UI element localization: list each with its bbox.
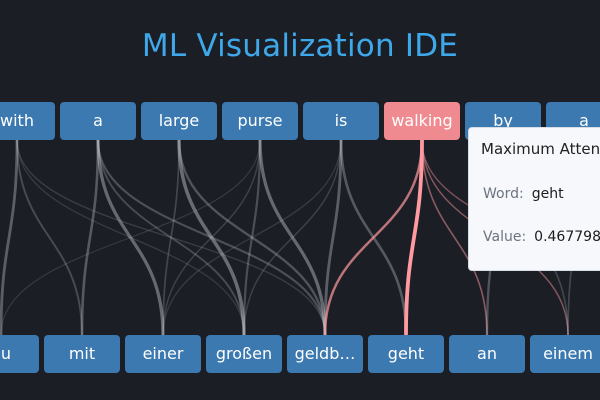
attention-link [258,139,327,336]
attention-tooltip: Maximum Atten Word: geht Value: 0.467798 [468,127,600,271]
attention-link [242,139,262,336]
tooltip-value-value: 0.467798 [534,229,600,245]
source-token[interactable]: with [0,102,55,140]
attention-link-highlighted [323,139,424,336]
target-token[interactable]: mit [44,335,120,373]
attention-link [177,139,327,336]
attention-link [80,139,100,336]
target-token[interactable]: großen [206,335,282,373]
tooltip-value-label: Value: [483,229,527,245]
attention-link [16,139,83,336]
attention-link [243,139,342,336]
attention-link-highlighted [404,139,424,336]
target-token[interactable]: au [0,335,39,373]
target-token[interactable]: an [449,335,525,373]
tooltip-word-row: Word: geht [483,186,564,202]
attention-link [16,139,245,336]
attention-link [162,139,180,336]
target-token[interactable]: geldb… [287,335,363,373]
attention-link [177,139,246,336]
tooltip-word-value: geht [531,186,564,202]
attention-link [0,139,261,336]
source-token[interactable]: walking [384,102,460,140]
target-token[interactable]: einem [530,335,600,373]
source-token[interactable]: a [60,102,136,140]
tooltip-title: Maximum Atten [481,140,600,158]
source-token[interactable]: large [141,102,217,140]
attention-link [0,139,19,336]
attention-link [162,139,342,336]
attention-link [16,139,326,336]
tooltip-value-row: Value: 0.467798 [483,229,600,245]
attention-link [96,139,327,336]
attention-link [323,139,343,336]
source-token[interactable]: purse [222,102,298,140]
attention-link [96,139,165,336]
target-token[interactable]: einer [125,335,201,373]
attention-link [162,139,261,336]
attention-link [97,139,245,336]
source-token[interactable]: is [303,102,379,140]
tooltip-word-label: Word: [483,186,524,202]
attention-link-highlighted [421,139,488,336]
target-token[interactable]: geht [368,335,444,373]
page-title: ML Visualization IDE [141,28,459,64]
